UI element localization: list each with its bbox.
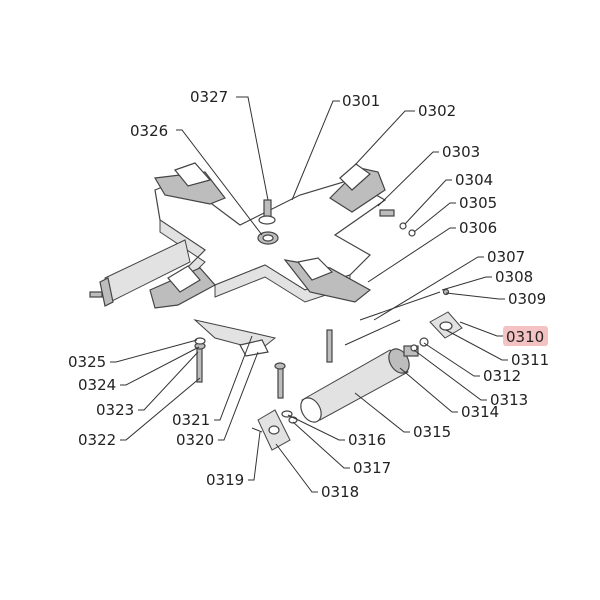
callout-0324: 0324	[78, 376, 116, 394]
callout-0327: 0327	[190, 88, 228, 106]
callout-0303: 0303	[442, 143, 480, 161]
callout-0320: 0320	[176, 431, 214, 449]
callout-0312: 0312	[483, 367, 521, 385]
callout-0317: 0317	[353, 459, 391, 477]
cylinder-end-left	[300, 397, 322, 423]
leader-lines	[110, 96, 508, 493]
mount-plate-hole	[439, 321, 453, 331]
callout-0308: 0308	[495, 268, 533, 286]
left-beam-end	[99, 277, 114, 307]
spring-rod-nut	[274, 362, 286, 370]
seal-0313	[410, 344, 418, 352]
callout-0316: 0316	[348, 431, 386, 449]
flange-screw-0319	[251, 427, 263, 433]
callout-0310: 0310	[506, 328, 544, 346]
callout-0305: 0305	[459, 194, 497, 212]
callout-0306: 0306	[459, 219, 497, 237]
washer-0325	[194, 337, 206, 345]
callout-0314: 0314	[461, 403, 499, 421]
rod-end-pin	[442, 288, 450, 296]
arm-lower-right-pad	[296, 257, 334, 281]
callout-0318: 0318	[321, 483, 359, 501]
top-washer	[258, 215, 276, 225]
highlight-0310	[503, 326, 548, 346]
cylinder-gland	[403, 345, 419, 357]
support-rod-right	[326, 329, 333, 363]
arm-upper-left-pad	[173, 162, 212, 187]
callout-0301: 0301	[342, 92, 380, 110]
callout-0311: 0311	[511, 351, 549, 369]
left-beam-bolt	[89, 291, 103, 298]
washer-0305	[408, 229, 416, 237]
callout-0322: 0322	[78, 431, 116, 449]
callout-labels: 0327 0301 0302 0326 0303 0304 0305 0306 …	[68, 88, 549, 501]
callout-0323: 0323	[96, 401, 134, 419]
bracket-0320	[239, 339, 269, 357]
callout-0326: 0326	[130, 122, 168, 140]
callout-0307: 0307	[487, 248, 525, 266]
top-bolt	[263, 199, 272, 219]
base-flange-hole	[268, 425, 280, 435]
right-pivot-pin	[379, 209, 395, 217]
callout-0304: 0304	[455, 171, 493, 189]
rod-0307	[344, 319, 401, 346]
callout-0315: 0315	[413, 423, 451, 441]
arm-upper-right-pad	[339, 163, 371, 191]
callout-0321: 0321	[172, 411, 210, 429]
callout-0319: 0319	[206, 471, 244, 489]
lift-platform-drawing	[89, 162, 463, 451]
spring-rod	[277, 367, 284, 399]
callout-0313: 0313	[490, 391, 528, 409]
support-rod-0322	[196, 347, 203, 383]
rod-0308	[359, 291, 441, 321]
washer-0304	[399, 222, 407, 230]
callout-0302: 0302	[418, 102, 456, 120]
callout-0309: 0309	[508, 290, 546, 308]
center-hole	[262, 234, 274, 242]
callout-0325: 0325	[68, 353, 106, 371]
arm-lower-left-pad	[167, 265, 201, 293]
